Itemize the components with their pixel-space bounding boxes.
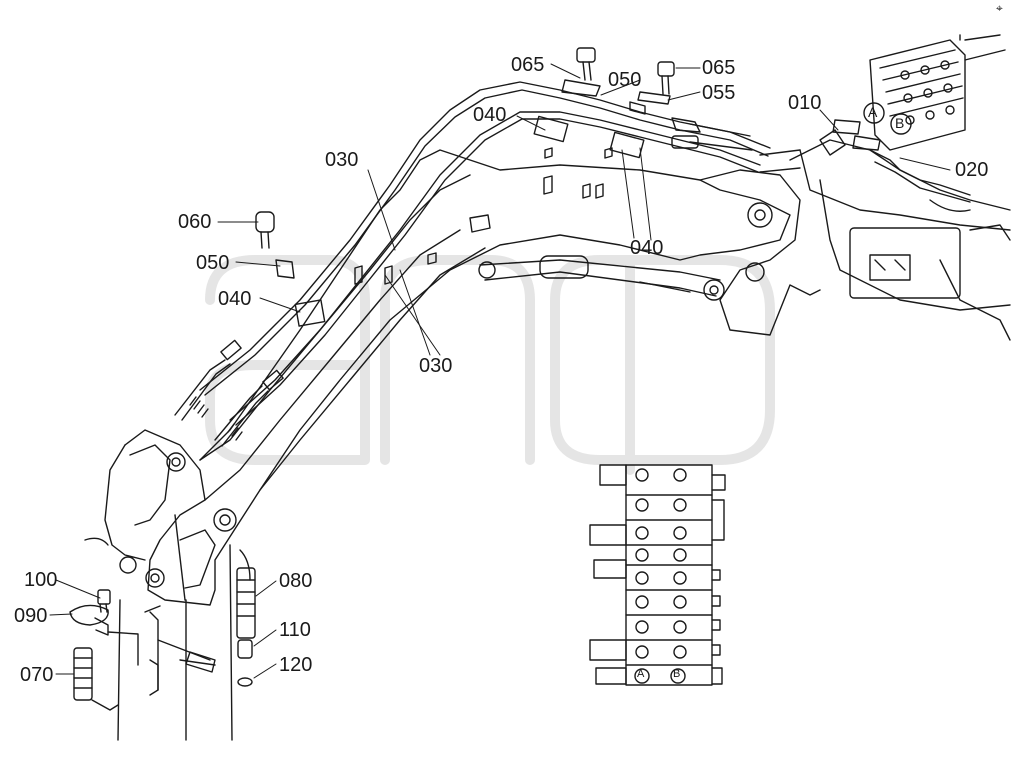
callout-090: 090 (14, 605, 48, 627)
hydraulic-pipes-upper (199, 81, 801, 426)
loose-parts-left (69, 567, 256, 711)
callout-040-middle: 040 (630, 237, 664, 259)
callout-010: 010 (788, 92, 822, 114)
callout-040-top: 040 (473, 104, 507, 126)
arm-cylinder (478, 255, 725, 301)
callout-020: 020 (955, 159, 989, 181)
clamps (275, 115, 645, 327)
top-fittings (255, 47, 753, 249)
port-label-b-bottom: B (673, 668, 681, 680)
port-markers (634, 102, 912, 684)
callout-065-right: 065 (702, 57, 736, 79)
control-valve-block (819, 34, 1006, 203)
callout-060: 060 (178, 211, 212, 233)
callout-050-top: 050 (608, 69, 642, 91)
leader-lines (49, 63, 951, 679)
boom-assembly (84, 149, 791, 741)
callout-030-upper: 030 (325, 149, 359, 171)
port-label-a-top: A (868, 104, 878, 120)
swing-bracket (699, 139, 1011, 341)
callout-100: 100 (24, 569, 58, 591)
callout-120: 120 (279, 654, 313, 676)
hose-fittings-left (174, 339, 284, 447)
callout-055: 055 (702, 82, 736, 104)
callout-030-lower: 030 (419, 355, 453, 377)
callout-040-left: 040 (218, 288, 252, 310)
callout-080: 080 (279, 570, 313, 592)
callout-110: 110 (279, 619, 311, 641)
port-label-b-top: B (895, 115, 905, 131)
valve-section-schematic (589, 464, 726, 686)
callout-065-left: 065 (511, 54, 545, 76)
port-label-a-bottom: A (637, 668, 645, 680)
callout-070: 070 (20, 664, 54, 686)
callout-050-left: 050 (196, 252, 230, 274)
corner-mark: ⌖ (996, 1, 1003, 15)
